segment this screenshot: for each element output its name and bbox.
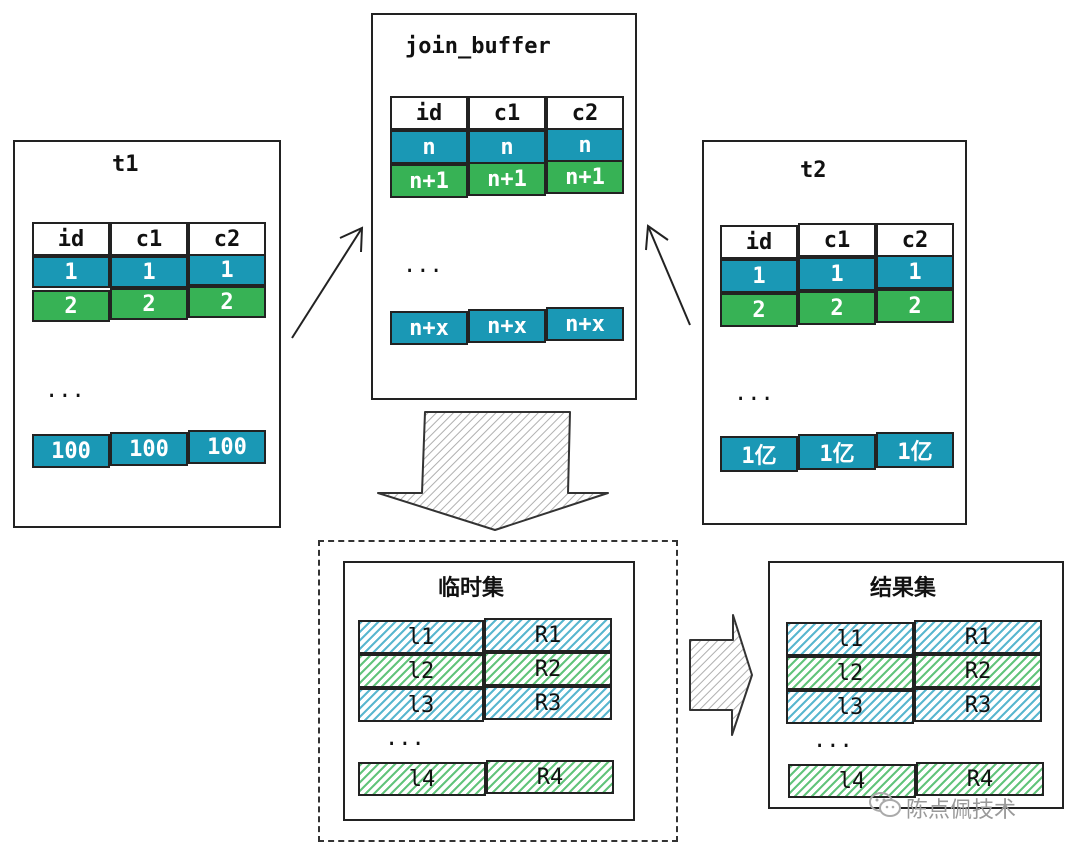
temp-row3-left: l3: [358, 688, 484, 722]
t2-row1-c1: 1: [798, 257, 876, 291]
t1-title: t1: [112, 152, 139, 177]
buffer-header-c2: c2: [546, 96, 624, 130]
watermark-logo-icon: [868, 790, 902, 824]
result-row1-right: R1: [914, 620, 1042, 654]
arrow-t1-to-buffer: [291, 226, 364, 339]
temp-row1-right: R1: [484, 618, 612, 652]
t1-panel: [13, 140, 281, 528]
result-ellipsis: ...: [813, 728, 853, 753]
result-row3-left: l3: [786, 690, 914, 724]
t1-header-c1: c1: [110, 222, 188, 256]
temp-row2-right: R2: [484, 652, 612, 686]
buffer-last-c1: n+x: [468, 309, 546, 343]
t2-row2-c2: 2: [876, 289, 954, 323]
result-row2-left: l2: [786, 656, 914, 690]
buffer-row1-c1: n: [468, 130, 546, 164]
buffer-header-c1: c1: [468, 96, 546, 130]
result-row3-right: R3: [914, 688, 1042, 722]
watermark-text: 陈点佩技术: [906, 798, 1017, 823]
t2-last-c1: 1亿: [798, 434, 876, 470]
result-row1-left: l1: [786, 622, 914, 656]
t1-row2-c2: 2: [188, 286, 266, 318]
buffer-row2-c2: n+1: [546, 160, 624, 194]
t1-last-c1: 100: [110, 432, 188, 466]
t1-last-id: 100: [32, 434, 110, 468]
t2-header-id: id: [720, 225, 798, 259]
result-last-left: l4: [788, 764, 916, 798]
buffer-row2-id: n+1: [390, 164, 468, 198]
buffer-row1-c2: n: [546, 128, 624, 162]
t2-ellipsis: ...: [734, 381, 774, 406]
result-last-right: R4: [916, 762, 1044, 796]
buffer-last-c2: n+x: [546, 307, 624, 341]
t2-row1-id: 1: [720, 259, 798, 293]
t2-title: t2: [800, 158, 827, 183]
result-set-title: 结果集: [870, 576, 937, 601]
arrow-t2-to-buffer: [645, 224, 691, 326]
buffer-last-id: n+x: [390, 311, 468, 345]
t1-row1-c2: 1: [188, 254, 266, 286]
temp-last-left: l4: [358, 762, 486, 796]
t2-row2-id: 2: [720, 293, 798, 327]
down-arrow: [377, 411, 609, 531]
t2-last-c2: 1亿: [876, 432, 954, 468]
buffer-ellipsis: ...: [403, 253, 443, 278]
t2-row2-c1: 2: [798, 291, 876, 325]
buffer-row1-id: n: [390, 130, 468, 164]
t2-row1-c2: 1: [876, 255, 954, 289]
t1-last-c2: 100: [188, 430, 266, 464]
t1-row2-c1: 2: [110, 288, 188, 320]
t1-header-id: id: [32, 222, 110, 256]
result-row2-right: R2: [914, 654, 1042, 688]
temp-row1-left: l1: [358, 620, 484, 654]
temp-row3-right: R3: [484, 686, 612, 720]
t1-row1-c1: 1: [110, 256, 188, 288]
temp-set-dashed-border: [318, 540, 678, 842]
temp-row2-left: l2: [358, 654, 484, 688]
right-arrow: [689, 614, 753, 736]
t2-header-c1: c1: [798, 223, 876, 257]
t2-last-id: 1亿: [720, 436, 798, 472]
buffer-header-id: id: [390, 96, 468, 130]
temp-ellipsis: ...: [385, 726, 425, 751]
temp-set-title: 临时集: [438, 576, 505, 601]
t1-header-c2: c2: [188, 222, 266, 256]
t2-header-c2: c2: [876, 223, 954, 257]
t1-row1-id: 1: [32, 256, 110, 288]
temp-last-right: R4: [486, 760, 614, 794]
buffer-row2-c1: n+1: [468, 162, 546, 196]
join-buffer-title: join_buffer: [405, 34, 551, 59]
t1-ellipsis: ...: [45, 378, 85, 403]
t1-row2-id: 2: [32, 290, 110, 322]
